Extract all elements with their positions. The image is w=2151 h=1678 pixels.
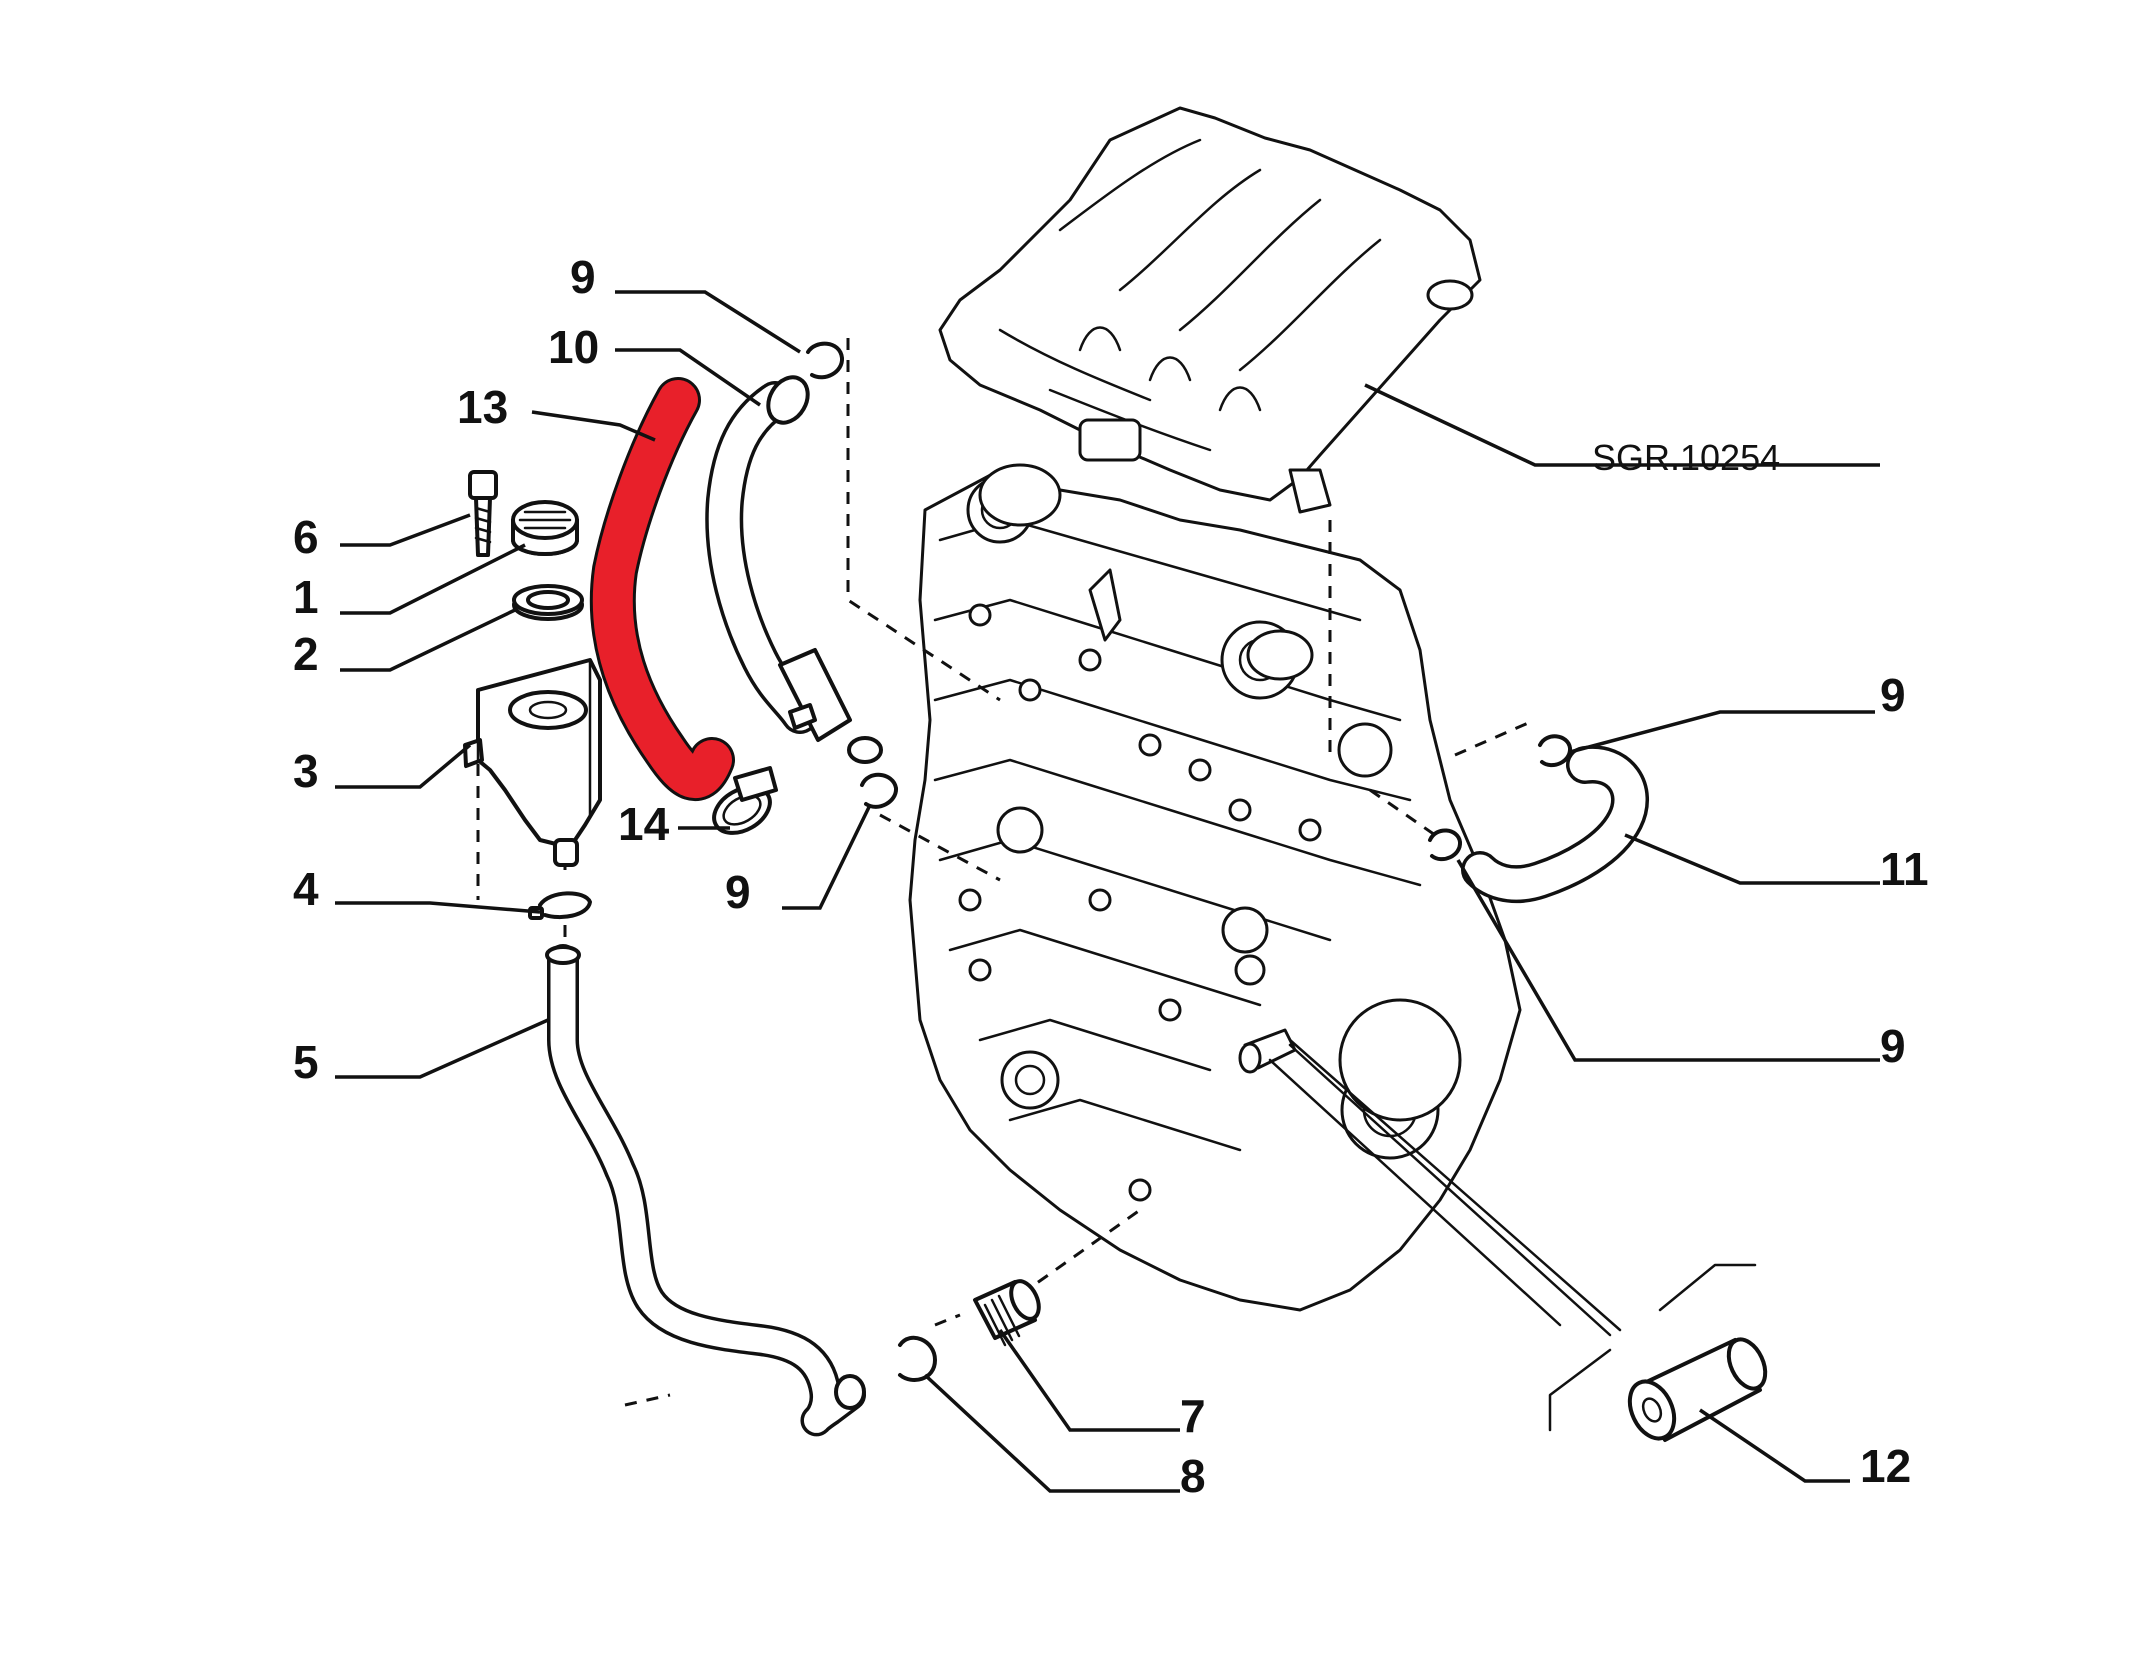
part-13-hose-highlighted[interactable] — [589, 377, 735, 801]
intake-manifold — [938, 106, 1482, 514]
callout-11: 11 — [1880, 843, 1929, 895]
reference-code: SGR.10254 — [1592, 437, 1780, 478]
part-10-hose[interactable] — [705, 370, 883, 764]
callout-9-right-lower: 9 — [1880, 1020, 1906, 1072]
part-9-clip-mid-left[interactable] — [860, 772, 898, 809]
part-11-hose[interactable] — [1461, 745, 1649, 904]
callout-labels: 1 2 3 4 5 6 7 8 9 9 9 9 10 11 12 13 14 S… — [293, 251, 1929, 1502]
detail-zoom-lines — [1268, 1038, 1757, 1432]
callout-9-left: 9 — [725, 866, 751, 918]
part-14-clamp[interactable] — [706, 766, 778, 842]
callout-10: 10 — [548, 321, 599, 373]
callout-12: 12 — [1860, 1440, 1911, 1492]
part-9-clip-right-top[interactable] — [1538, 734, 1572, 768]
part-1-cap[interactable] — [511, 500, 579, 556]
callout-9-right-top: 9 — [1880, 669, 1906, 721]
part-6-bolt[interactable] — [468, 470, 498, 557]
part-12-plug[interactable] — [1621, 1334, 1772, 1446]
callout-9-top: 9 — [570, 251, 596, 303]
part-5-hose[interactable] — [545, 944, 866, 1437]
callout-4: 4 — [293, 863, 319, 915]
callout-6: 6 — [293, 511, 319, 563]
callout-7: 7 — [1180, 1390, 1206, 1442]
part-4-clip[interactable] — [528, 891, 592, 920]
part-8-clip[interactable] — [898, 1335, 937, 1382]
leader-lines — [335, 290, 1880, 1493]
engine-block — [908, 463, 1522, 1312]
callout-14: 14 — [618, 798, 670, 850]
callout-1: 1 — [293, 571, 319, 623]
part-3-reservoir[interactable] — [463, 658, 602, 867]
part-9-clip-top[interactable] — [806, 341, 844, 380]
part-2-seal[interactable] — [512, 584, 584, 621]
callout-8: 8 — [1180, 1450, 1206, 1502]
callout-2: 2 — [293, 628, 319, 680]
callout-13: 13 — [457, 381, 508, 433]
callout-5: 5 — [293, 1036, 319, 1088]
callout-3: 3 — [293, 745, 319, 797]
part-9-clip-right-lower[interactable] — [1428, 828, 1462, 862]
part-7-fitting[interactable] — [973, 1277, 1044, 1347]
